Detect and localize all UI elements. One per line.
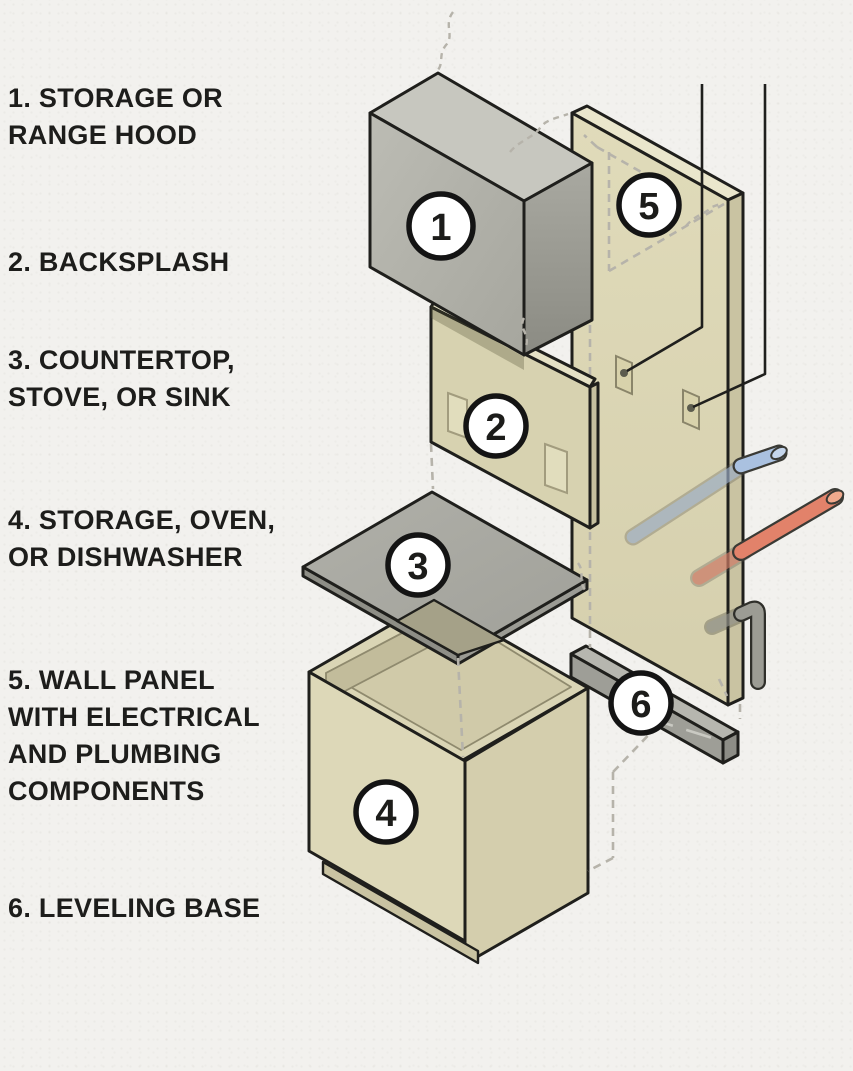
legend-line: AND PLUMBING	[8, 739, 222, 769]
badge-1-number: 1	[430, 207, 451, 249]
legend-line: OR DISHWASHER	[8, 542, 243, 572]
badge-5-number: 5	[638, 186, 659, 228]
badge-4-number: 4	[375, 793, 396, 835]
badge-3: 3	[385, 532, 451, 598]
duct-routing-squiggles	[436, 11, 721, 591]
legend-line: COMPONENTS	[8, 776, 205, 806]
legend-line: 4. STORAGE, OVEN,	[8, 505, 276, 535]
drain-pipe	[704, 600, 766, 690]
legend-item-leveling-base: 6. LEVELING BASE	[8, 890, 260, 927]
legend-line: RANGE HOOD	[8, 120, 198, 150]
legend-line: 3. COUNTERTOP,	[8, 345, 235, 375]
legend-item-wall-panel: 5. WALL PANEL WITH ELECTRICAL AND PLUMBI…	[8, 662, 260, 810]
cold-water-pipe	[624, 444, 788, 546]
legend-item-backsplash: 2. BACKSPLASH	[8, 244, 229, 281]
badge-2-number: 2	[485, 407, 506, 449]
legend-line: 6. LEVELING BASE	[8, 893, 261, 923]
legend-line: STOVE, OR SINK	[8, 382, 231, 412]
legend-item-storage-oven-or-dishwasher: 4. STORAGE, OVEN, OR DISHWASHER	[8, 502, 275, 576]
hot-water-pipe	[690, 488, 845, 587]
legend-line: 2. BACKSPLASH	[8, 247, 230, 277]
legend-item-countertop-stove-or-sink: 3. COUNTERTOP, STOVE, OR SINK	[8, 342, 235, 416]
countertop-cabinet-overlap	[395, 598, 506, 657]
badge-3-number: 3	[407, 546, 428, 588]
badge-5: 5	[616, 172, 682, 238]
electrical-wires	[626, 84, 767, 409]
badge-2: 2	[463, 393, 529, 459]
legend-line: 1. STORAGE OR	[8, 83, 223, 113]
legend-line: WITH ELECTRICAL	[8, 702, 260, 732]
badge-6-number: 6	[630, 684, 651, 726]
panel-electrical-outlets	[615, 354, 700, 431]
badge-4: 4	[353, 779, 419, 845]
badge-6: 6	[608, 670, 674, 736]
range-hood-shape	[368, 71, 594, 357]
legend-line: 5. WALL PANEL	[8, 665, 215, 695]
legend-item-storage-or-range-hood: 1. STORAGE OR RANGE HOOD	[8, 80, 223, 154]
badge-1: 1	[406, 191, 476, 261]
backsplash-outlet-cutouts	[447, 391, 568, 495]
hood-shadow	[431, 305, 524, 370]
wall-panel-shape	[570, 104, 745, 707]
